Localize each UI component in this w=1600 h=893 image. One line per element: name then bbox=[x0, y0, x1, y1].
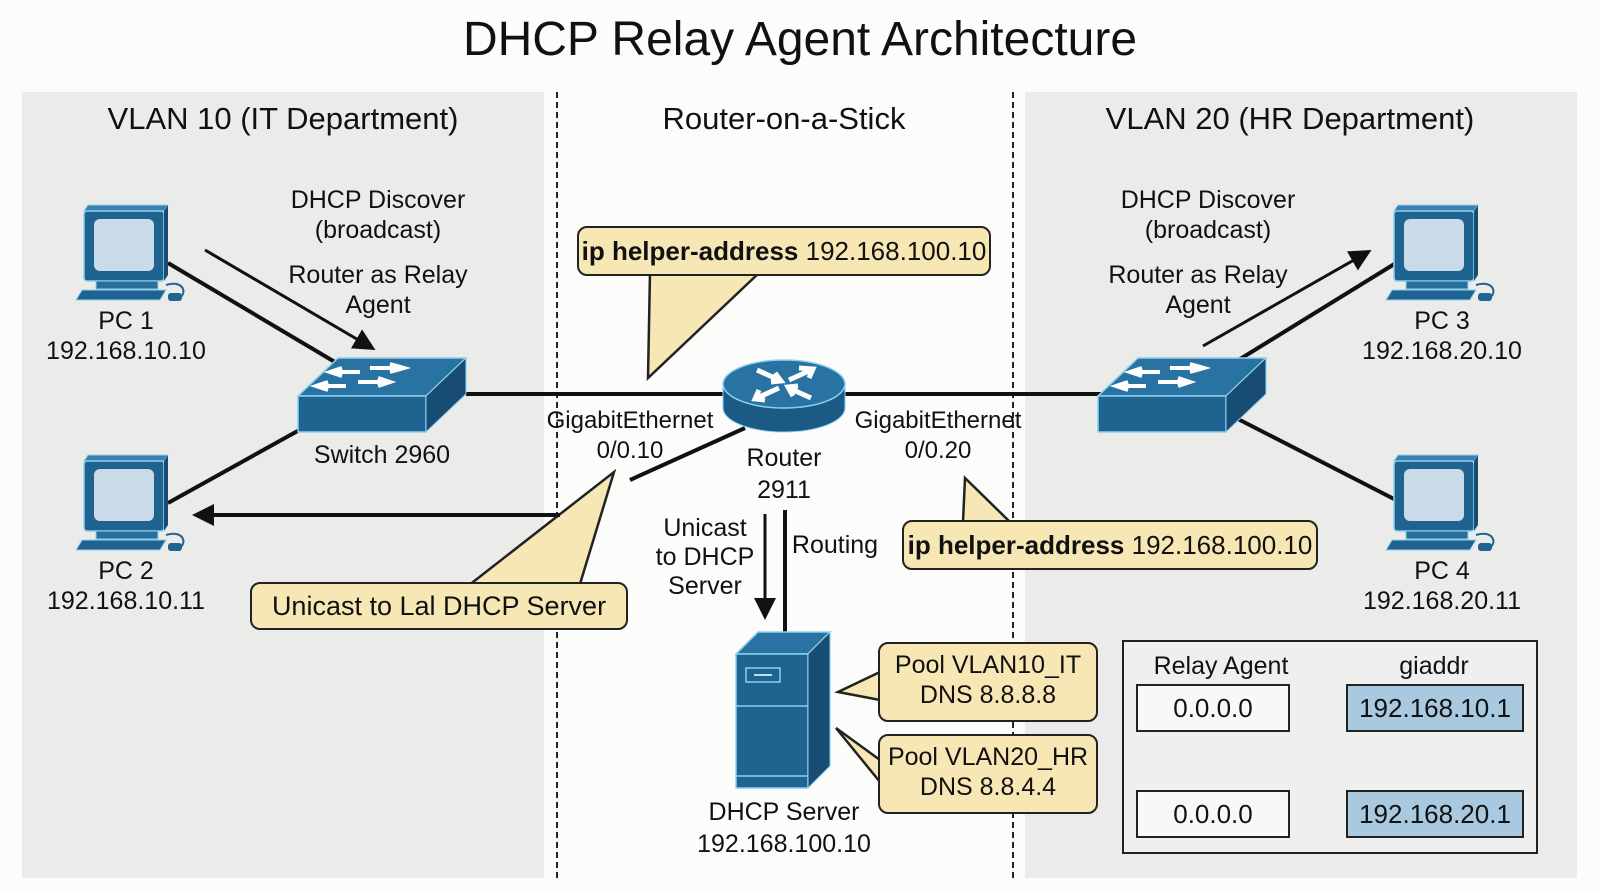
switch-vlan20-icon[interactable] bbox=[1096, 356, 1268, 434]
pc1-ip: 192.168.10.10 bbox=[46, 337, 206, 365]
unicast-to-server-label: Unicast to DHCP Server bbox=[652, 514, 758, 601]
pool2-name: Pool VLAN20_HR bbox=[887, 743, 1089, 771]
iface-left-line2: 0/0.10 bbox=[596, 437, 664, 464]
pc4-label: PC 4 192.168.20.11 bbox=[1342, 556, 1542, 616]
vlan20-discover-label: DHCP Discover (broadcast) bbox=[1098, 185, 1318, 245]
giaddr-row2-to: 192.168.20.1 bbox=[1346, 790, 1524, 838]
callout-tail-top bbox=[646, 270, 764, 381]
vlan10-relay-line1: Router as Relay bbox=[288, 261, 468, 289]
section-header-router: Router-on-a-Stick bbox=[662, 101, 906, 136]
router-label: Router 2911 bbox=[724, 442, 844, 506]
pc3-label: PC 3 192.168.20.10 bbox=[1342, 306, 1542, 366]
pc2-icon[interactable] bbox=[75, 454, 185, 551]
switch-2960-icon[interactable] bbox=[296, 356, 468, 434]
giaddr-row1-from: 0.0.0.0 bbox=[1136, 684, 1290, 732]
link-router-pc2-path bbox=[629, 426, 746, 482]
helper-bottom-ip: 192.168.100.10 bbox=[1131, 530, 1313, 560]
dhcp-server-name: DHCP Server bbox=[708, 798, 860, 826]
link-switch2-pc4 bbox=[1235, 416, 1397, 502]
callout-unicast-to-server: Unicast to Lal DHCP Server bbox=[250, 582, 628, 630]
routing-label: Routing bbox=[791, 531, 879, 559]
router-name-line2: 2911 bbox=[757, 476, 811, 504]
callout-pool-vlan20: Pool VLAN20_HR DNS 8.8.4.4 bbox=[878, 734, 1098, 814]
vlan20-relay-line2: Agent bbox=[1165, 291, 1231, 319]
unicast-line2: to DHCP bbox=[655, 543, 755, 571]
iface-left-label: GigabitEthernet 0/0.10 bbox=[540, 406, 720, 466]
callout-tail-unicast bbox=[449, 468, 617, 601]
router-name-line1: Router bbox=[746, 444, 822, 472]
vlan20-discover-line2: (broadcast) bbox=[1144, 216, 1272, 244]
giaddr-col-relay-agent: Relay Agent bbox=[1153, 652, 1289, 680]
section-header-vlan10: VLAN 10 (IT Department) bbox=[107, 101, 459, 136]
arrow-discover-vlan20 bbox=[1202, 250, 1372, 348]
callout-helper-top: ip helper-address 192.168.100.10 bbox=[577, 226, 991, 276]
iface-left-line1: GigabitEthernet bbox=[546, 407, 714, 434]
divider-right bbox=[1012, 92, 1014, 878]
giaddr-col-giaddr: giaddr bbox=[1399, 652, 1469, 680]
pc2-label: PC 2 192.168.10.11 bbox=[26, 556, 226, 616]
pc1-name: PC 1 bbox=[98, 307, 154, 335]
diagram-title: DHCP Relay Agent Architecture bbox=[462, 13, 1138, 66]
helper-top-ip: 192.168.100.10 bbox=[805, 236, 987, 266]
arrow-discover-vlan10 bbox=[204, 248, 376, 351]
link-switch2-pc3 bbox=[1230, 261, 1398, 366]
pc2-name: PC 2 bbox=[98, 557, 154, 585]
vlan20-relay-line1: Router as Relay bbox=[1108, 261, 1288, 289]
unicast-line1: Unicast bbox=[663, 514, 747, 542]
pc2-ip: 192.168.10.11 bbox=[46, 587, 206, 615]
dhcp-server-label: DHCP Server 192.168.100.10 bbox=[684, 796, 884, 860]
pc1-label: PC 1 192.168.10.10 bbox=[26, 306, 226, 366]
vlan20-relay-label: Router as Relay Agent bbox=[1088, 260, 1308, 320]
callout-pool-vlan10: Pool VLAN10_IT DNS 8.8.8.8 bbox=[878, 642, 1098, 722]
callout-tail-pool1 bbox=[834, 670, 882, 702]
vlan20-discover-line1: DHCP Discover bbox=[1120, 186, 1296, 214]
iface-right-label: GigabitEthernet 0/0.20 bbox=[848, 406, 1028, 466]
link-pc1-switch bbox=[166, 261, 347, 370]
pc3-icon[interactable] bbox=[1385, 204, 1495, 301]
giaddr-row2-from: 0.0.0.0 bbox=[1136, 790, 1290, 838]
helper-top-cmd: ip helper-address bbox=[581, 236, 799, 266]
callout-tail-pool2 bbox=[835, 726, 882, 786]
pool1-name: Pool VLAN10_IT bbox=[894, 651, 1082, 679]
callout-tail-bottom bbox=[961, 475, 1014, 524]
helper-bottom-cmd: ip helper-address bbox=[907, 530, 1125, 560]
vlan10-relay-label: Router as Relay Agent bbox=[268, 260, 488, 320]
pool1-dns: DNS 8.8.8.8 bbox=[919, 681, 1057, 709]
vlan10-discover-label: DHCP Discover (broadcast) bbox=[268, 185, 488, 245]
dhcp-server-icon[interactable] bbox=[734, 630, 832, 790]
link-pc2-switch bbox=[167, 426, 304, 505]
section-header-vlan20: VLAN 20 (HR Department) bbox=[1105, 101, 1475, 136]
giaddr-row1-to: 192.168.10.1 bbox=[1346, 684, 1524, 732]
dhcp-server-ip: 192.168.100.10 bbox=[697, 830, 871, 858]
router-2911-icon[interactable] bbox=[722, 359, 846, 433]
pc1-icon[interactable] bbox=[75, 204, 185, 301]
pc3-name: PC 3 bbox=[1414, 307, 1470, 335]
vlan10-relay-line2: Agent bbox=[345, 291, 411, 319]
pool2-dns: DNS 8.8.4.4 bbox=[919, 773, 1057, 801]
vlan10-discover-line2: (broadcast) bbox=[314, 216, 442, 244]
pc3-ip: 192.168.20.10 bbox=[1362, 337, 1522, 365]
pc4-ip: 192.168.20.11 bbox=[1362, 587, 1522, 615]
divider-left bbox=[556, 92, 558, 878]
callout-helper-bottom: ip helper-address 192.168.100.10 bbox=[902, 520, 1318, 570]
pc4-icon[interactable] bbox=[1385, 454, 1495, 551]
iface-right-line2: 0/0.20 bbox=[904, 437, 972, 464]
pc4-name: PC 4 bbox=[1414, 557, 1470, 585]
unicast-line3: Server bbox=[668, 572, 742, 600]
vlan10-discover-line1: DHCP Discover bbox=[290, 186, 466, 214]
switch-2960-label: Switch 2960 bbox=[313, 441, 451, 469]
iface-right-line1: GigabitEthernet bbox=[854, 407, 1022, 434]
